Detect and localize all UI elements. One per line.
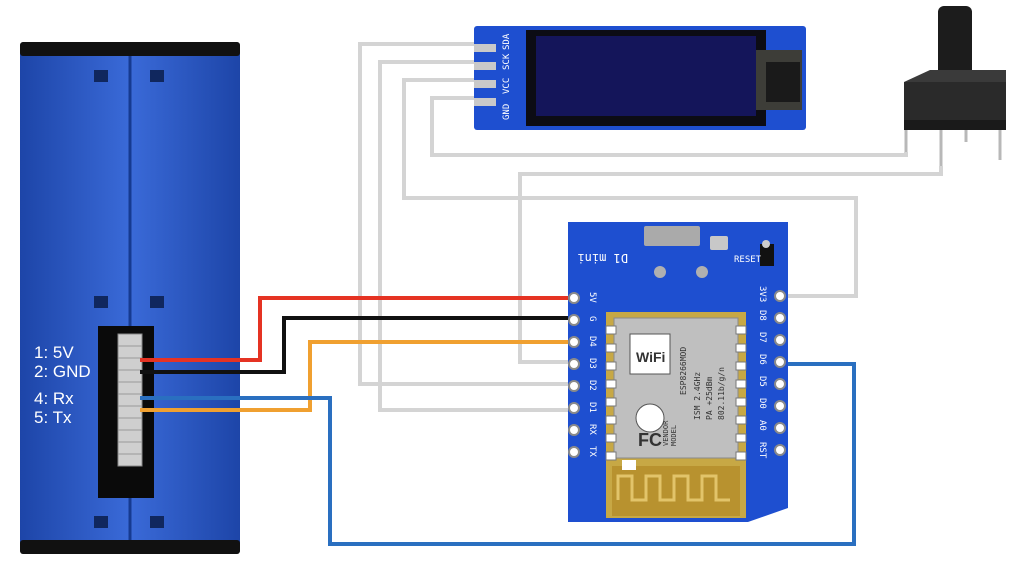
pin-pad [568,314,580,326]
pin-pad [774,400,786,412]
pin-label-right: D6 [757,354,767,365]
pin-label-right: D5 [757,376,767,387]
pin-pad [568,380,580,392]
pin-label-right: D7 [757,332,767,343]
pin-pad [774,312,786,324]
wire-oled-sda [430,96,908,157]
pin-label-right: 3V3 [757,286,767,302]
sensor-pin-label: 4: Rx [34,389,74,408]
chip-vendor: VENDOR [662,420,670,446]
reset-label: RESET [734,255,762,265]
chip-line: 802.11b/g/n [717,367,726,420]
pin-label-left: D2 [587,380,597,391]
pin-label-left: TX [587,446,597,457]
pin-pad [568,336,580,348]
pin-label-right: D0 [757,398,767,409]
oled-pin-label: VCC [502,78,512,94]
wire-gnd [140,316,574,374]
sensor-pin-label: 1: 5V [34,343,74,362]
pin-label-right: D8 [757,310,767,321]
pin-label-left: D1 [587,402,597,413]
pin-label-left: 5V [587,292,597,303]
oled-pin-label: SDA [502,33,512,50]
wire-tx [140,362,856,546]
oled-pin-label: SCK [502,53,512,70]
pin-label-left: G [587,316,597,321]
chip-model-label: MODEL [670,425,678,446]
oled-pin-label: GND [502,104,512,120]
sensor-pin-label: 5: Tx [34,408,72,427]
pin-pad [774,334,786,346]
wifi-logo-text: WiFi [636,349,665,365]
pin-label-left: D3 [587,358,597,369]
pin-pad [568,292,580,304]
board-title: D1 mini [577,251,628,265]
pin-pad [774,378,786,390]
chip-model: ESP8266MOD [679,347,688,395]
pin-pad [774,422,786,434]
fcc-logo: FC [638,430,662,450]
wire-oled-vcc [378,60,574,412]
pin-label-right: A0 [757,420,767,431]
right-header [774,290,786,456]
pin-label-left: RX [587,424,597,435]
pin-label-left: D4 [587,336,597,347]
pin-label-right: RST [757,442,767,459]
wires [140,42,943,546]
d1-mini-board: D1 mini RESET WiFi FC ESP [568,222,788,522]
sensor-pin-label: 2: GND [34,362,91,381]
pin-pad [774,290,786,302]
pin-pad [774,356,786,368]
chip-line: PA +25dBm [705,376,714,420]
push-button [904,6,1006,166]
pin-pad [568,424,580,436]
chip-line: ISM 2.4GHz [693,372,702,420]
pin-pad [568,358,580,370]
esp8266-module: WiFi FC ESP8266MOD ISM 2.4GHz PA +25dBm … [605,312,747,518]
wire-5v [140,296,574,362]
oled-display: GND VCC SCK SDA [474,26,806,130]
pin-pad [568,402,580,414]
left-header [568,292,580,458]
pm-sensor: 1: 5V 2: GND 4: Rx 5: Tx [20,42,240,554]
wire-oled-sck [402,78,858,298]
pin-pad [568,446,580,458]
pin-pad [774,444,786,456]
wire-button [518,166,943,364]
wire-rx [140,340,574,412]
wire-oled-gnd [358,42,574,386]
